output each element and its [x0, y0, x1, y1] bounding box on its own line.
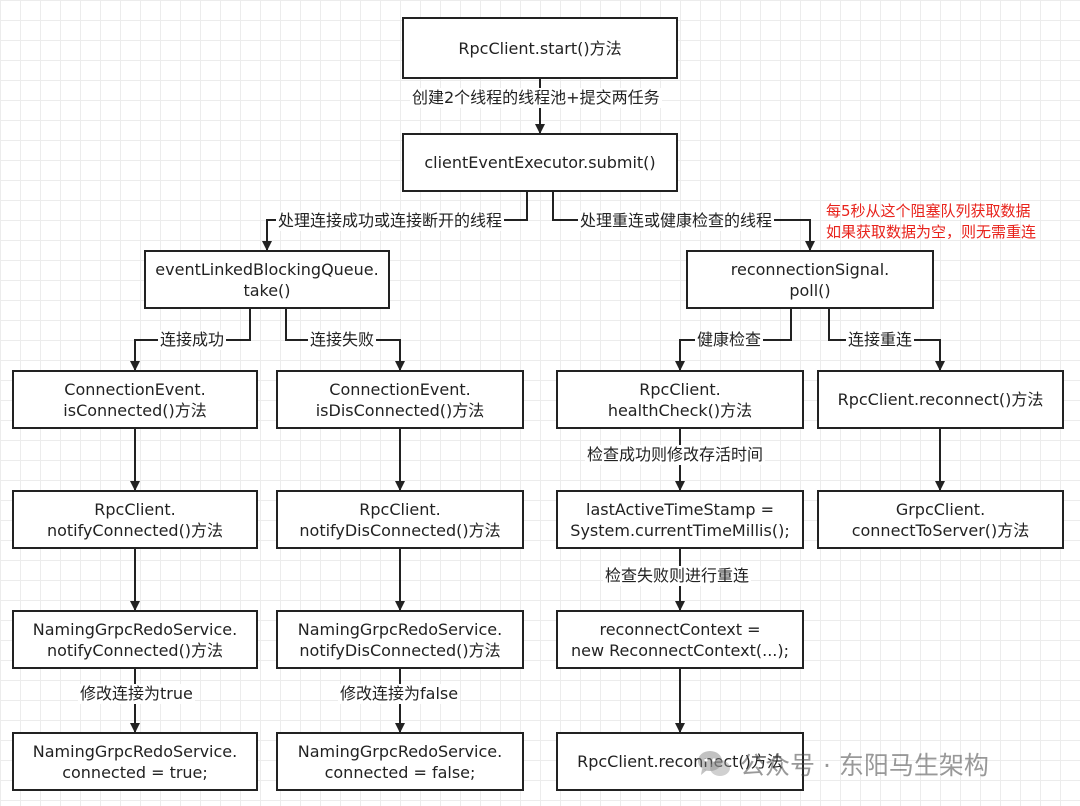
node-text-line: poll() [789, 280, 831, 300]
node-text-line: ConnectionEvent. [329, 379, 471, 399]
node-text-line: new ReconnectContext(...); [571, 640, 789, 660]
label-health-check: 健康检查 [695, 330, 764, 350]
node-text-line: notifyConnected()方法 [46, 640, 224, 660]
node-text-line: NamingGrpcRedoService. [297, 741, 503, 761]
node-redo-connected-false: NamingGrpcRedoService.connected = false; [276, 732, 524, 791]
label-check-fail: 检查失败则进行重连 [603, 566, 752, 586]
label-connect-success: 连接成功 [158, 330, 227, 350]
node-text-line: notifyDisConnected()方法 [299, 640, 501, 660]
node-text-line: GrpcClient. [895, 499, 986, 519]
node-text-line: reconnectionSignal. [730, 259, 890, 279]
node-health-check: RpcClient.healthCheck()方法 [556, 370, 804, 429]
node-text-line: clientEventExecutor.submit() [424, 153, 656, 172]
watermark-text: 公众号 · 东阳马生架构 [740, 751, 989, 780]
node-text-line: lastActiveTimeStamp = [586, 499, 774, 519]
wechat-icon [698, 751, 730, 776]
node-text-line: healthCheck()方法 [607, 400, 753, 420]
label-handle-connect: 处理连接成功或连接断开的线程 [276, 211, 505, 231]
node-text-line: RpcClient. [639, 379, 721, 399]
node-connect-to-server: GrpcClient.connectToServer()方法 [817, 490, 1064, 549]
note-line-1: 每5秒从这个阻塞队列获取数据 [826, 202, 1031, 220]
label-handle-reconnect: 处理重连或健康检查的线程 [578, 211, 775, 231]
note-line-2: 如果获取数据为空，则无需重连 [826, 223, 1037, 241]
node-text-line: reconnectContext = [599, 619, 761, 639]
node-executor-submit: clientEventExecutor.submit() [402, 133, 678, 192]
annotation-note: 每5秒从这个阻塞队列获取数据 如果获取数据为空，则无需重连 [826, 201, 1036, 243]
node-text-line: System.currentTimeMillis(); [570, 520, 790, 540]
node-text-line: NamingGrpcRedoService. [32, 741, 238, 761]
label-set-false: 修改连接为false [338, 684, 461, 704]
node-text-line: NamingGrpcRedoService. [297, 619, 503, 639]
node-notify-connected: RpcClient.notifyConnected()方法 [12, 490, 258, 549]
node-text-line: RpcClient. [94, 499, 176, 519]
node-text-line: notifyDisConnected()方法 [299, 520, 501, 540]
node-text-line: RpcClient.start()方法 [458, 38, 622, 58]
node-rpc-reconnect-final: RpcClient.reconnect()方法 [556, 732, 804, 791]
node-text-line: RpcClient.reconnect()方法 [577, 752, 783, 771]
label-reconnect: 连接重连 [846, 330, 915, 350]
node-signal-poll: reconnectionSignal.poll() [686, 250, 934, 309]
label-set-true: 修改连接为true [78, 684, 195, 704]
node-text-line: isConnected()方法 [63, 400, 207, 420]
node-text-line: RpcClient.reconnect()方法 [837, 390, 1044, 409]
watermark: 公众号 · 东阳马生架构 [696, 744, 989, 784]
node-text-line: isDisConnected()方法 [315, 400, 485, 420]
node-text-line: take() [243, 280, 291, 300]
node-text-line: ConnectionEvent. [64, 379, 206, 399]
node-rpcclient-start: RpcClient.start()方法 [402, 17, 678, 79]
node-reconnect-context: reconnectContext =new ReconnectContext(.… [556, 610, 804, 669]
node-text-line: connectToServer()方法 [851, 520, 1030, 540]
label-connect-fail: 连接失败 [308, 330, 377, 350]
node-text-line: NamingGrpcRedoService. [32, 619, 238, 639]
node-last-active: lastActiveTimeStamp =System.currentTimeM… [556, 490, 804, 549]
node-is-connected: ConnectionEvent.isConnected()方法 [12, 370, 258, 429]
node-text-line: RpcClient. [359, 499, 441, 519]
node-rpc-reconnect: RpcClient.reconnect()方法 [817, 370, 1064, 429]
node-text-line: connected = false; [324, 762, 476, 782]
node-queue-take: eventLinkedBlockingQueue.take() [144, 250, 390, 309]
node-is-disconnected: ConnectionEvent.isDisConnected()方法 [276, 370, 524, 429]
node-redo-notify-connected: NamingGrpcRedoService.notifyConnected()方… [12, 610, 258, 669]
node-redo-connected-true: NamingGrpcRedoService.connected = true; [12, 732, 258, 791]
node-text-line: eventLinkedBlockingQueue. [155, 259, 379, 279]
label-check-success: 检查成功则修改存活时间 [585, 445, 766, 465]
label-create-pool: 创建2个线程的线程池+提交两任务 [410, 88, 662, 108]
node-text-line: notifyConnected()方法 [46, 520, 224, 540]
node-notify-disconnected: RpcClient.notifyDisConnected()方法 [276, 490, 524, 549]
node-redo-notify-disconnected: NamingGrpcRedoService.notifyDisConnected… [276, 610, 524, 669]
node-text-line: connected = true; [62, 762, 208, 782]
